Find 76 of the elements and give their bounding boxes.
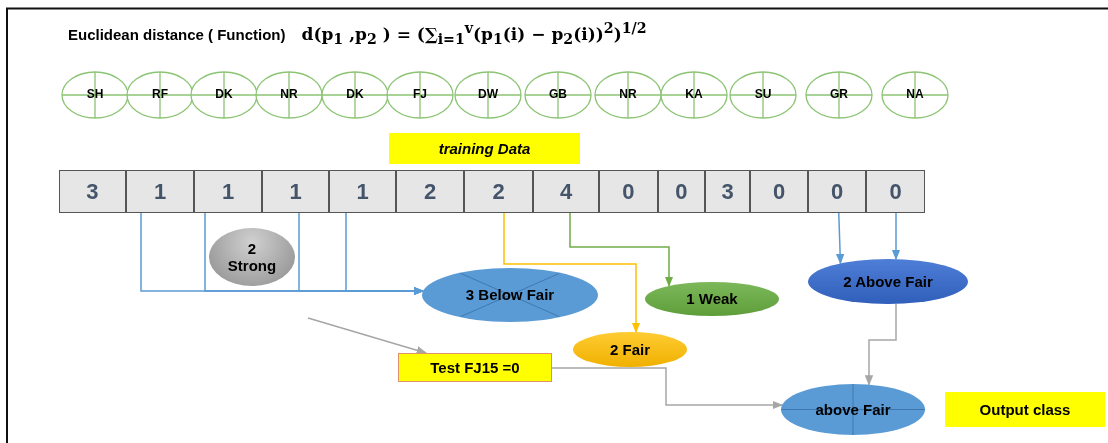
attribute-circle xyxy=(881,71,949,119)
node-label: FJ xyxy=(413,88,427,102)
attribute-circle xyxy=(190,71,258,119)
title: Euclidean distance ( Function) xyxy=(68,25,286,43)
attribute-circle xyxy=(321,71,389,119)
cell-value: 3 xyxy=(721,178,734,205)
attribute-circle xyxy=(729,71,797,119)
node-label: 1 Weak xyxy=(686,290,738,308)
node-label: 2 Fair xyxy=(610,340,650,359)
cell-value: 3 xyxy=(86,178,99,205)
node-label: training Data xyxy=(438,139,531,158)
attribute-circle xyxy=(386,71,454,119)
highlight-box xyxy=(945,392,1105,427)
data-cell xyxy=(866,170,925,213)
node-label: 2 Strong xyxy=(226,239,278,275)
cell-value: 0 xyxy=(622,178,635,205)
node-label: SH xyxy=(86,88,104,102)
node-label: Test FJ15 =0 xyxy=(430,358,520,377)
data-cell xyxy=(750,170,808,213)
node-label: KA xyxy=(685,88,703,102)
data-cell xyxy=(194,170,262,213)
node-label: RF xyxy=(152,88,168,102)
highlight-box xyxy=(398,353,552,382)
attribute-circle xyxy=(594,71,662,119)
cell-value: 1 xyxy=(153,178,167,205)
cell-value: 2 xyxy=(492,178,505,205)
node-label: Output class xyxy=(979,400,1071,419)
attribute-circle xyxy=(805,71,873,119)
arrow xyxy=(835,212,845,265)
cell-value: 0 xyxy=(889,178,902,205)
attribute-circle xyxy=(61,71,129,119)
node-label: DK xyxy=(215,88,233,102)
node-label: DW xyxy=(478,88,498,102)
arrow xyxy=(891,212,901,261)
arrow xyxy=(864,303,897,386)
node-label: NR xyxy=(619,88,637,102)
data-cell xyxy=(262,170,329,213)
arrow xyxy=(569,212,674,287)
cell-value: 0 xyxy=(830,178,844,205)
arrow xyxy=(307,317,428,355)
attribute-circle xyxy=(524,71,592,119)
cell-value: 1 xyxy=(289,178,302,205)
cell-value: 4 xyxy=(559,178,573,205)
highlight-box xyxy=(389,133,580,164)
node-label: SU xyxy=(754,88,772,102)
cell-value: 0 xyxy=(675,178,688,205)
data-cell xyxy=(396,170,464,213)
data-cell xyxy=(657,170,705,213)
data-cell xyxy=(329,170,396,213)
attribute-circle xyxy=(660,71,728,119)
cell-value: 1 xyxy=(221,178,235,205)
node-label: 2 Above Fair xyxy=(843,272,933,291)
data-cell xyxy=(705,170,750,213)
data-cell xyxy=(464,170,533,213)
node-label: 3 Below Fair xyxy=(465,286,555,304)
node-label: GR xyxy=(830,88,848,102)
node-label: NR xyxy=(280,88,298,102)
cell-value: 0 xyxy=(772,178,786,205)
formula: d(p$_{1}$ ,p$_{2}$ ) = (∑$_{i=1}$$^{v}$(p$_{1}$(i) − p$_{2}$(i))$^{2}$)$^{1/2}$ xyxy=(301,20,647,48)
attribute-circle xyxy=(454,71,522,119)
cell-value: 2 xyxy=(423,178,437,205)
arrow xyxy=(345,212,424,296)
data-cell xyxy=(808,170,866,213)
arrow xyxy=(503,212,641,334)
arrow xyxy=(551,367,784,410)
data-cell xyxy=(126,170,194,213)
node-label: above Fair xyxy=(815,400,891,419)
attribute-circle xyxy=(255,71,323,119)
attribute-circle xyxy=(126,71,194,119)
node-label: GB xyxy=(549,88,567,102)
cell-value: 1 xyxy=(356,178,369,205)
node-label: DK xyxy=(346,88,364,102)
data-cell xyxy=(58,170,126,213)
data-cell xyxy=(533,170,599,213)
data-cell xyxy=(599,170,658,213)
node-label: NA xyxy=(906,88,924,102)
